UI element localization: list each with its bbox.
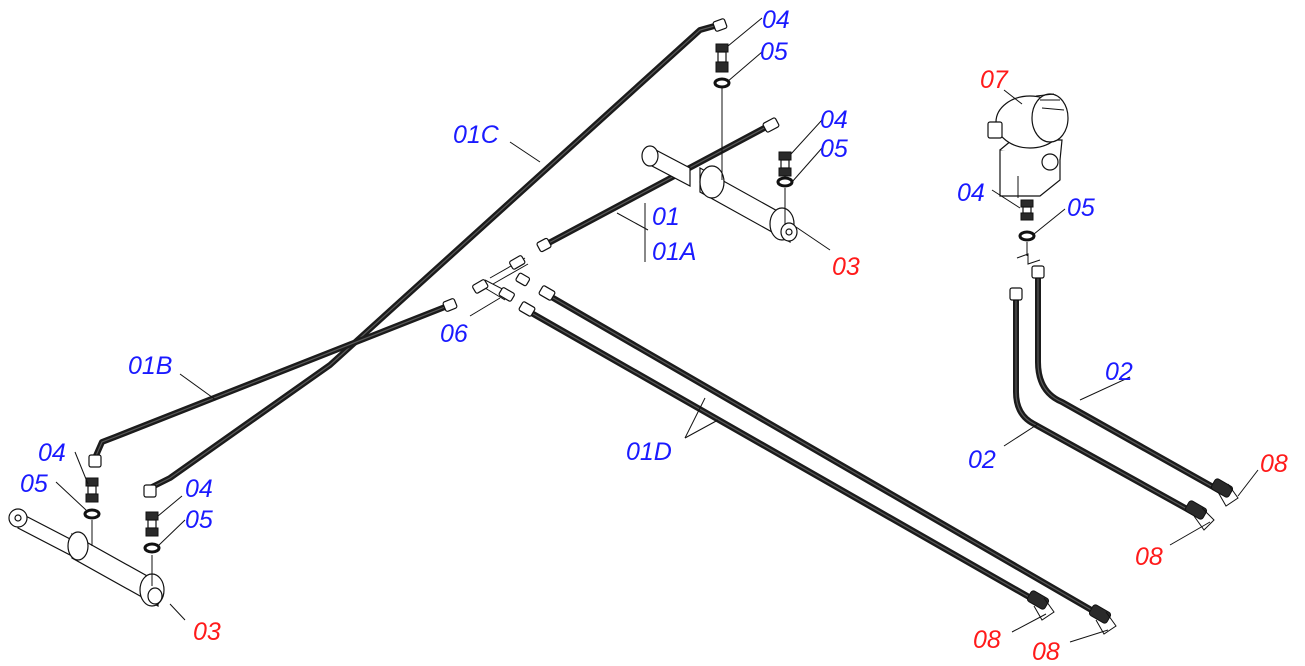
hose-02-lower	[1013, 289, 1199, 517]
label-oring-valve: 05	[1067, 194, 1095, 222]
hose-01c	[147, 22, 721, 491]
oring-05-valve	[1018, 230, 1036, 242]
label-oring-top: 05	[760, 38, 788, 66]
label-fitting-right-cyl: 04	[820, 106, 848, 134]
label-coupler-right-upper: 08	[1260, 450, 1288, 478]
label-oring-left-a: 05	[20, 470, 48, 498]
hose-01d-upper	[545, 292, 1103, 618]
fitting-04-left-a	[85, 477, 99, 503]
coupler-08-right-lower	[1184, 500, 1215, 531]
label-oring-right-cyl: 05	[820, 135, 848, 163]
label-coupler-right-lower: 08	[1135, 543, 1163, 571]
label-coupler-bottom-right: 08	[1032, 638, 1060, 666]
hose-02-upper	[1035, 269, 1225, 495]
label-fitting-left-b: 04	[185, 475, 213, 503]
fitting-04-top	[715, 43, 729, 73]
label-coupler-bottom-left: 08	[973, 626, 1001, 654]
label-hose-01: 01	[652, 203, 680, 231]
oring-05-right-cyl	[776, 176, 794, 188]
oring-05-top	[713, 77, 731, 89]
label-fitting-top: 04	[762, 6, 790, 34]
oring-05-left-a	[83, 508, 101, 520]
label-cylinder-left: 03	[193, 618, 221, 646]
hose-01d-lower	[525, 308, 1039, 604]
part-labels: 01C 01 01A 01B 01D 02 02 03 03 04 05 04 …	[20, 6, 1288, 666]
coupler-08-bottom-right	[1088, 604, 1117, 635]
label-hose-01b: 01B	[128, 352, 172, 380]
label-fitting-left-a: 04	[38, 439, 66, 467]
label-hose-01d: 01D	[626, 438, 672, 466]
cylinder-right	[641, 88, 798, 244]
hose-01b	[92, 302, 453, 461]
tee-fitting-06	[472, 255, 556, 317]
fitting-04-valve	[1020, 199, 1034, 221]
hose-01a	[542, 123, 771, 248]
label-fitting-valve: 04	[957, 179, 985, 207]
hose-end-fittings	[88, 18, 1045, 498]
leader-lines	[55, 17, 1259, 643]
label-hose-02-lower: 02	[968, 446, 996, 474]
coupler-08-bottom-left	[1026, 590, 1055, 621]
fitting-04-right-cyl	[778, 151, 792, 177]
label-hose-01c: 01C	[453, 121, 500, 149]
label-hose-01a: 01A	[652, 238, 696, 266]
label-valve: 07	[980, 66, 1009, 94]
label-cylinder-right: 03	[832, 253, 860, 281]
valve-07	[987, 93, 1069, 265]
label-oring-left-b: 05	[185, 506, 213, 534]
coupler-08-right-upper	[1210, 478, 1239, 507]
oring-05-left-b	[143, 542, 161, 554]
label-hose-02-upper: 02	[1105, 358, 1133, 386]
label-tee-fitting: 06	[440, 320, 468, 348]
cylinder-left	[8, 508, 165, 608]
fitting-04-left-b	[145, 511, 159, 537]
